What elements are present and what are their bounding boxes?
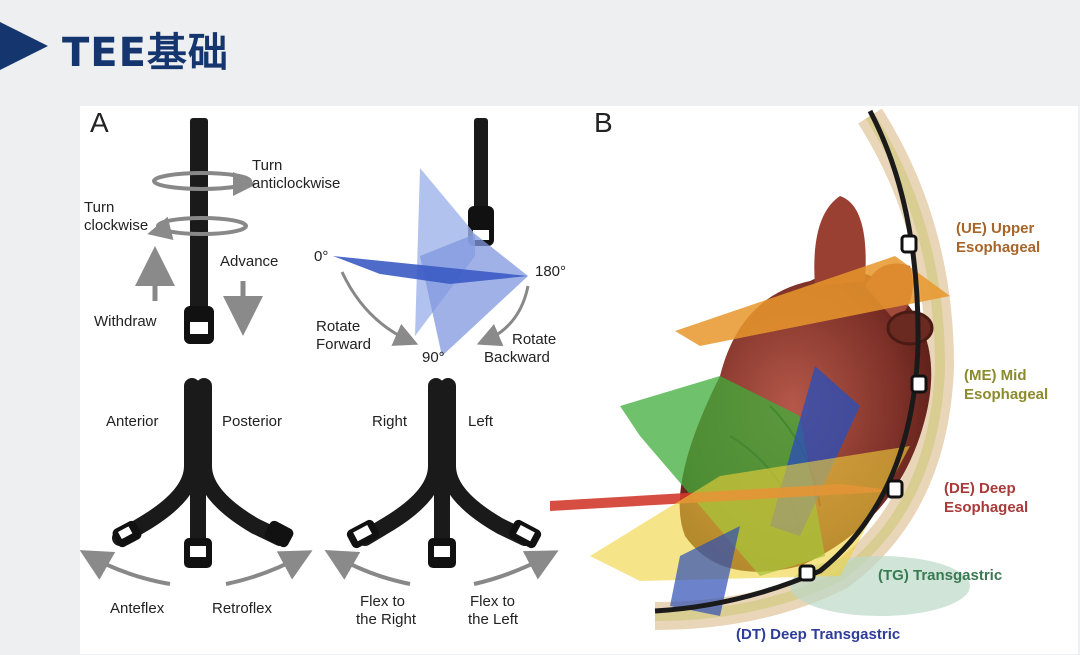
withdraw-label: Withdraw <box>94 313 157 330</box>
level-me-label-2: Esophageal <box>964 386 1048 403</box>
probe-rotation <box>135 118 263 344</box>
rotate-forward-label-1: Rotate <box>316 318 360 335</box>
svg-text:Turn anticlockwise: Turn anticlockwise <box>252 157 340 192</box>
turn-clockwise-label-2: clockwise <box>84 217 148 234</box>
angle-0-label: 0° <box>314 248 328 265</box>
tee-figure-svg: A Turn anticlockwise Turn clockwise Adva… <box>80 107 1048 643</box>
posterior-label: Posterior <box>222 413 282 430</box>
plane-upper-esophageal <box>675 256 950 346</box>
svg-text:(DE) Deep Esophageal: (DE) Deep Esophageal <box>944 480 1028 516</box>
svg-text:(ME) Mid Esophageal: (ME) Mid Esophageal <box>964 367 1048 403</box>
flex-right-label-1: Flex to <box>360 593 405 610</box>
level-tg-label: (TG) Transgastric <box>878 567 1002 584</box>
svg-text:Rotate Forward: Rotate Forward <box>316 318 371 353</box>
page-title: TEE基础 <box>62 30 229 76</box>
plane-transgastric <box>590 446 910 581</box>
plane-0-180 <box>333 256 528 284</box>
level-de-label-2: Esophageal <box>944 499 1028 516</box>
level-ue-label-1: (UE) Upper <box>956 220 1034 237</box>
flex-right-label-2: the Right <box>356 611 417 628</box>
turn-clockwise-label-1: Turn <box>84 199 114 216</box>
probe-flex-ap <box>80 378 313 586</box>
tee-figure: A Turn anticlockwise Turn clockwise Adva… <box>80 106 1078 654</box>
angle-90-label: 90° <box>422 349 445 366</box>
panel-b-letter: B <box>594 107 613 138</box>
right-label: Right <box>372 413 408 430</box>
probe-flex-lr <box>324 378 559 586</box>
panel-a-letter: A <box>90 107 109 138</box>
level-de-label-1: (DE) Deep <box>944 480 1016 497</box>
plane-deep-transgastric <box>670 526 740 616</box>
heart-illustration <box>550 108 970 630</box>
title-arrow-icon <box>0 22 48 70</box>
rotate-backward-label-2: Backward <box>484 349 550 366</box>
rotate-backward-label-1: Rotate <box>512 331 556 348</box>
plane-90-half-2 <box>420 234 528 356</box>
advance-label: Advance <box>220 253 278 270</box>
level-ue-label-2: Esophageal <box>956 239 1040 256</box>
turn-anticlockwise-label-1: Turn <box>252 157 282 174</box>
anteflex-label: Anteflex <box>110 600 165 617</box>
flex-left-label-2: the Left <box>468 611 519 628</box>
svg-text:Flex to the Right: Flex to the Right <box>356 593 417 628</box>
level-me-label-1: (ME) Mid <box>964 367 1026 384</box>
probe-angle <box>333 118 530 356</box>
svg-text:Turn clockwise: Turn clockwise <box>84 199 148 234</box>
svg-text:Rotate Backward: Rotate Backward <box>484 331 560 366</box>
flex-left-label-1: Flex to <box>470 593 515 610</box>
retroflex-label: Retroflex <box>212 600 273 617</box>
left-label: Left <box>468 413 494 430</box>
level-dt-label: (DT) Deep Transgastric <box>736 626 900 643</box>
svg-text:(UE) Upper Esophageal: (UE) Upper Esophageal <box>956 220 1040 256</box>
anterior-label: Anterior <box>106 413 159 430</box>
svg-text:Flex to the Left: Flex to the Left <box>468 593 519 628</box>
rotate-forward-label-2: Forward <box>316 336 371 353</box>
title-bar: TEE基础 <box>0 0 1080 92</box>
turn-anticlockwise-label-2: anticlockwise <box>252 175 340 192</box>
angle-180-label: 180° <box>535 263 566 280</box>
